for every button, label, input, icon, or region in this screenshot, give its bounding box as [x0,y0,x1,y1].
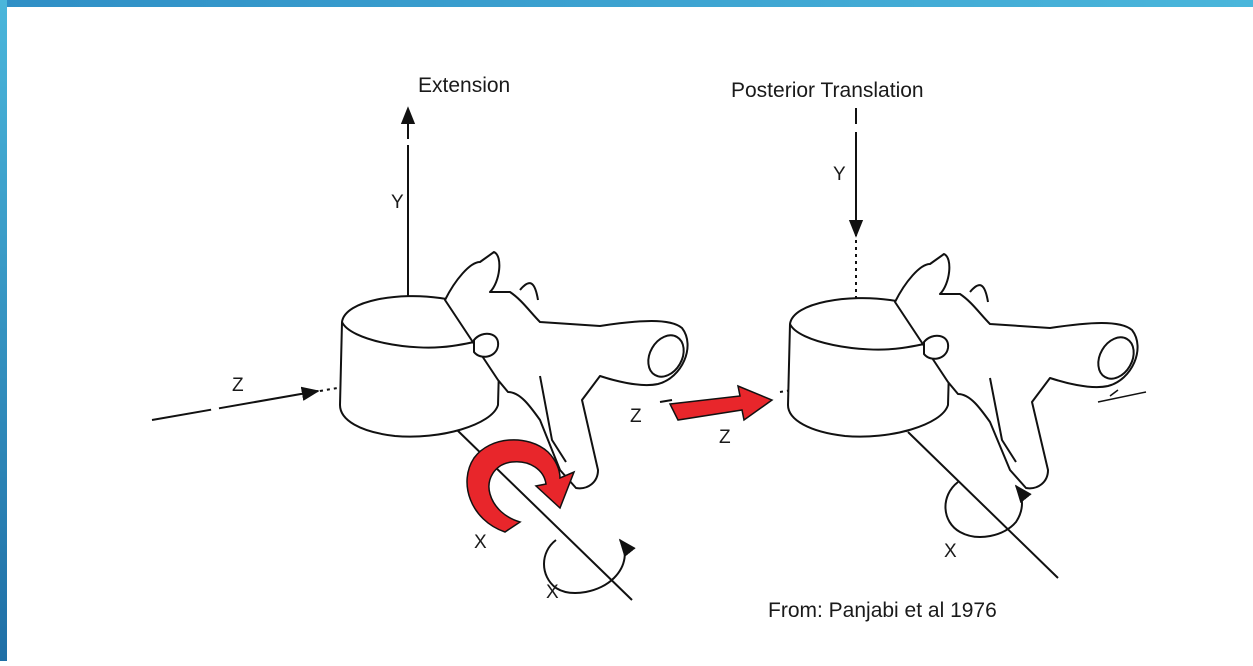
left-x-red-label: X [474,532,487,553]
left-x-label: X [546,582,559,603]
top-accent-bar [0,0,1253,7]
left-diagram: Extension Y Z X X [152,74,691,603]
right-title: Posterior Translation [731,79,924,102]
right-z-lower-label: Z [719,427,731,448]
right-red-translation-arrow [670,386,772,420]
right-vertebra-drawing [788,254,1146,488]
left-spinous-detail [520,283,538,300]
right-z-upper-label: Z [630,406,642,427]
right-y-label: Y [833,164,846,185]
source-citation: From: Panjabi et al 1976 [768,599,997,622]
left-accent-bar [0,0,7,661]
right-x-rotation-arc [945,482,1022,537]
right-z-axis-start [660,400,672,402]
right-x-label: X [944,541,957,562]
right-diagram: Posterior Translation Y Z Z X [630,79,1146,578]
artist-signature [1098,390,1146,402]
left-facet [474,334,498,357]
right-spinous-detail [970,285,988,302]
left-y-label: Y [391,192,404,213]
right-facet [924,336,948,359]
left-z-label: Z [232,375,244,396]
left-title: Extension [418,74,510,97]
